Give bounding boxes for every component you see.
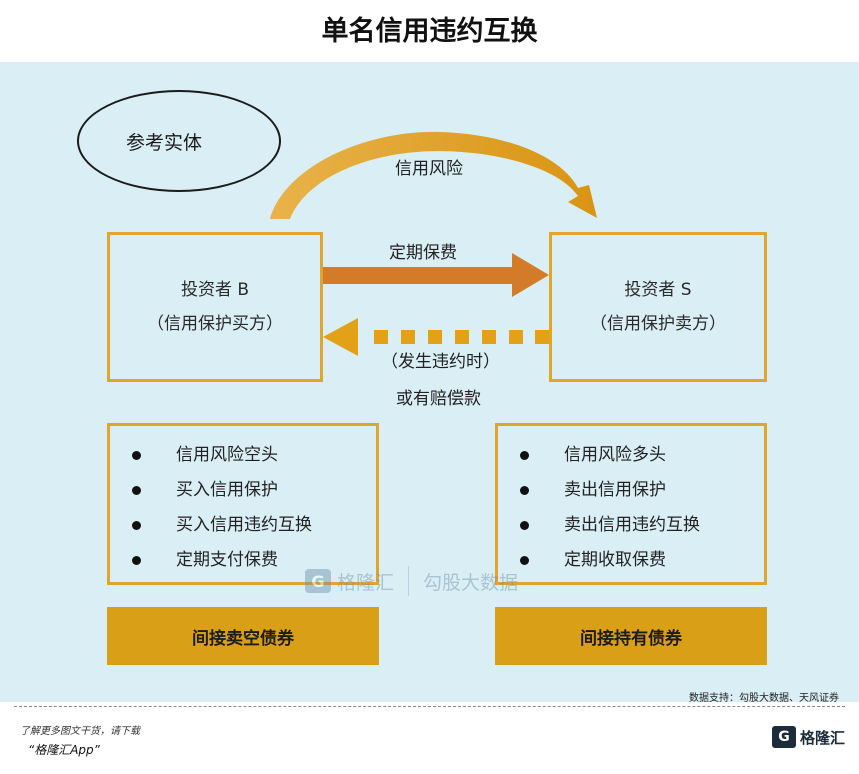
list-item-text: 卖出信用违约互换	[564, 515, 700, 535]
list-item-text: 买入信用违约互换	[176, 515, 312, 535]
credit-risk-label: 信用风险	[395, 159, 463, 179]
bullet-icon	[520, 486, 529, 495]
bullet-icon	[132, 486, 141, 495]
default-condition-label: （发生违约时）	[381, 352, 500, 372]
watermark: G 格隆汇 勾股大数据	[305, 563, 518, 599]
bullet-icon	[520, 556, 529, 565]
party-b-name: 投资者 B	[180, 280, 250, 300]
reference-entity-ellipse: 参考实体	[77, 90, 281, 192]
bullet-icon	[132, 556, 141, 565]
data-source: 数据支持：勾股大数据、天风证券	[689, 693, 839, 704]
list-item-text: 买入信用保护	[176, 480, 278, 500]
list-item-text: 信用风险空头	[176, 445, 278, 465]
contingent-payment-label: 或有赔偿款	[396, 389, 481, 409]
party-s-role: （信用保护卖方）	[590, 314, 726, 334]
list-item: 定期支付保费	[110, 543, 376, 578]
party-s-box: 投资者 S （信用保护卖方）	[549, 232, 767, 382]
list-item: 定期收取保费	[498, 543, 764, 578]
watermark-separator	[408, 566, 410, 596]
footer-logo: G 格隆汇	[771, 726, 845, 748]
footer-promo-text: 了解更多图文干货，请下载	[20, 726, 140, 737]
party-s-name: 投资者 S	[624, 280, 692, 300]
watermark-logo-icon: G	[305, 569, 331, 593]
party-b-role: （信用保护买方）	[147, 314, 283, 334]
reference-entity-label: 参考实体	[125, 131, 202, 154]
footer-logo-text: 格隆汇	[799, 728, 845, 747]
footer-app-name: “格隆汇App”	[28, 743, 100, 757]
bullet-icon	[520, 451, 529, 460]
diagram-title: 单名信用违约互换	[321, 16, 538, 47]
list-item: 信用风险空头	[110, 438, 376, 473]
list-item-text: 信用风险多头	[564, 445, 666, 465]
list-item-text: 卖出信用保护	[564, 480, 666, 500]
list-item: 买入信用保护	[110, 473, 376, 508]
list-item-text: 定期支付保费	[176, 550, 278, 570]
premium-label: 定期保费	[389, 243, 457, 263]
seller-characteristics-box: 信用风险多头 卖出信用保护 卖出信用违约互换 定期收取保费	[495, 423, 767, 585]
list-item-text: 定期收取保费	[564, 550, 666, 570]
list-item: 信用风险多头	[498, 438, 764, 473]
list-item: 卖出信用违约互换	[498, 508, 764, 543]
buyer-characteristics-box: 信用风险空头 买入信用保护 买入信用违约互换 定期支付保费	[107, 423, 379, 585]
list-item: 买入信用违约互换	[110, 508, 376, 543]
strategy-short-bond: 间接卖空债券	[107, 607, 379, 665]
bullet-icon	[132, 521, 141, 530]
party-b-box: 投资者 B （信用保护买方）	[107, 232, 323, 382]
strategy-hold-bond: 间接持有债券	[495, 607, 767, 665]
footer-divider	[14, 706, 845, 707]
bullet-icon	[520, 521, 529, 530]
gelonghui-logo-icon: G	[771, 726, 796, 748]
watermark-name-secondary: 勾股大数据	[423, 571, 519, 594]
list-item: 卖出信用保护	[498, 473, 764, 508]
bullet-icon	[132, 451, 141, 460]
watermark-name: 格隆汇	[337, 571, 395, 594]
